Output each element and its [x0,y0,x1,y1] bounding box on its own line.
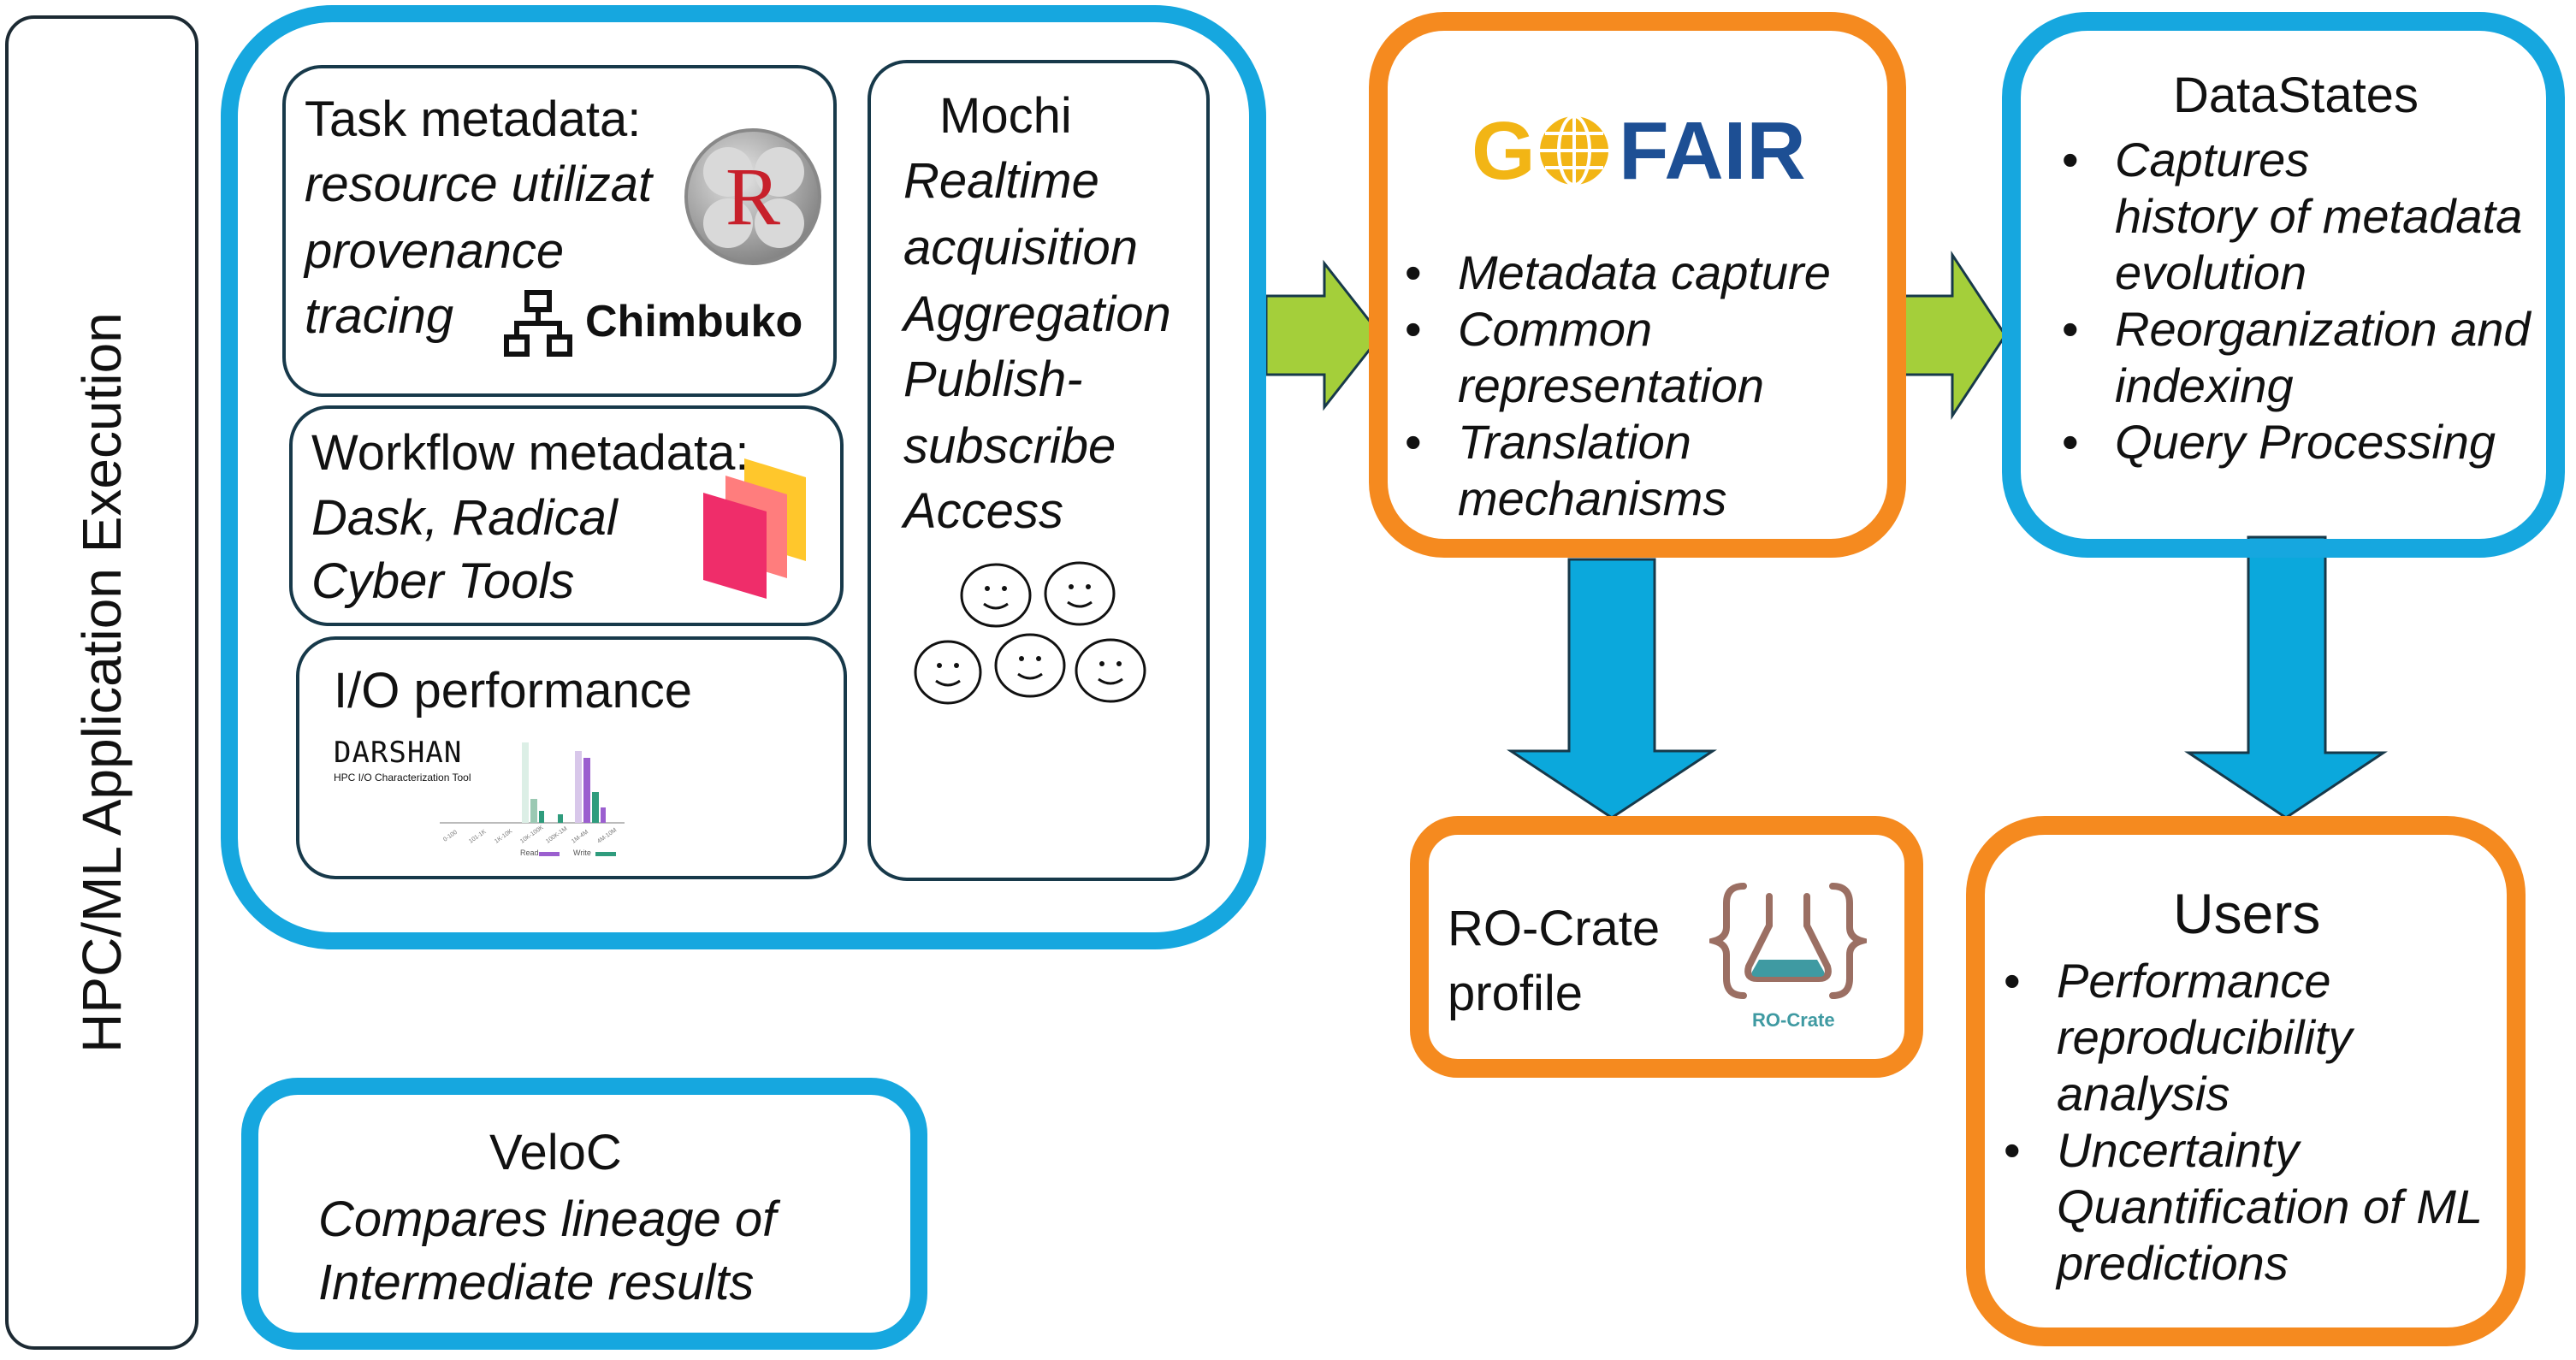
mochi-title: Mochi [939,88,1072,144]
darshan-logo: DARSHAN [334,736,463,770]
metadata-sources-group [221,5,1266,949]
application-execution-label: HPC/ML Application Execution [71,312,133,1053]
application-execution-panel: HPC/ML Application Execution [5,15,198,1350]
gofair-bullet: Translation [1405,414,1691,470]
blue-arrow-to-users [2184,535,2388,819]
io-performance-title: I/O performance [334,663,693,718]
svg-text:0-100: 0-100 [442,830,459,843]
gofair-logo: G FAIR [1472,104,1814,198]
users-line: reproducibility [2057,1010,2353,1064]
gofair-box: G FAIR Metadata capture Common represent… [1369,12,1906,558]
gofair-bullet: Metadata capture [1405,245,1831,300]
svg-text:10K-100K: 10K-100K [519,825,545,845]
task-metadata-box: Task metadata: resource utilizat provena… [282,65,837,397]
rocrate-flask-icon [1709,883,1867,999]
mochi-line: acquisition [903,220,1139,275]
rocrate-box: RO-Crate profile RO-Crate [1410,816,1923,1078]
workflow-metadata-title: Workflow metadata: [311,425,749,481]
io-performance-box: I/O performance DARSHAN HPC I/O Characte… [296,636,847,879]
svg-text:4M-10M: 4M-10M [596,827,618,845]
task-line: tracing [305,288,454,344]
r-logo-icon: R [684,128,821,265]
green-arrow-to-datastates [1903,251,2007,420]
svg-text:101-1K: 101-1K [468,829,488,845]
rocrate-line: RO-Crate [1448,901,1661,956]
datastates-bullet: Query Processing [2062,414,2496,470]
users-bullet: Uncertainty [2004,1122,2299,1178]
users-title: Users [2173,882,2321,945]
mochi-box: Mochi Realtime acquisition Aggregation P… [868,60,1210,881]
legend-read-label: Read [520,849,539,857]
datastates-bullet: Captures [2062,132,2309,187]
users-bullet: Performance [2004,953,2330,1008]
gofair-line: mechanisms [1458,471,1727,525]
task-line: provenance [305,223,565,279]
workflow-line: Cyber Tools [311,553,575,609]
darshan-histogram-icon: 0-100 101-1K 1K-10K 10K-100K 100K-1M 1M-… [440,742,625,856]
gofair-logo-g: G [1472,105,1536,197]
globe-icon [1540,115,1608,186]
datastates-title: DataStates [2173,68,2419,123]
gofair-logo-fair: FAIR [1619,105,1806,197]
rocrate-line: profile [1448,966,1583,1021]
users-line: analysis [2057,1067,2230,1121]
datastates-line: history of metadata [2115,189,2523,243]
stacked-layers-icon [703,458,806,599]
svg-text:1M-4M: 1M-4M [571,829,589,844]
datastates-bullet: Reorganization and [2062,301,2531,357]
workflow-metadata-box: Workflow metadata: Dask, Radical Cyber T… [289,405,844,626]
task-metadata-title: Task metadata: [305,92,642,147]
gofair-line: representation [1458,358,1765,412]
legend-write-label: Write [573,849,591,857]
mochi-line: Aggregation [903,287,1171,342]
blue-arrow-to-rocrate [1507,558,1717,819]
workflow-line: Dask, Radical [311,490,618,546]
task-line: resource utilizat [305,157,653,212]
chimbuko-icon [504,290,572,357]
veloc-box: VeloC Compares lineage of Intermediate r… [241,1078,927,1350]
veloc-line: Compares lineage of [318,1191,777,1247]
veloc-line: Intermediate results [318,1255,755,1310]
chimbuko-label: Chimbuko [585,297,803,346]
svg-text:1K-10K: 1K-10K [494,828,513,844]
users-line: predictions [2057,1236,2289,1290]
green-arrow-to-gofair [1264,259,1383,411]
mochi-faces-icon [914,561,1146,705]
rocrate-logo-text: RO-Crate [1752,1009,1835,1031]
users-line: Quantification of ML [2057,1180,2484,1233]
mochi-line: Access [903,483,1063,539]
r-logo-letter: R [725,151,781,242]
datastates-box: DataStates Captures history of metadata … [2002,12,2565,558]
darshan-subtitle: HPC I/O Characterization Tool [334,772,471,783]
datastates-line: evolution [2115,245,2307,299]
mochi-line: Realtime [903,153,1099,209]
mochi-line: subscribe [903,418,1116,474]
mochi-line: Publish- [903,352,1083,407]
users-box: Users Performance reproducibility analys… [1966,816,2526,1346]
datastates-line: indexing [2115,358,2294,412]
veloc-title: VeloC [489,1125,622,1180]
gofair-bullet: Common [1405,301,1652,357]
svg-text:100K-1M: 100K-1M [545,826,568,845]
